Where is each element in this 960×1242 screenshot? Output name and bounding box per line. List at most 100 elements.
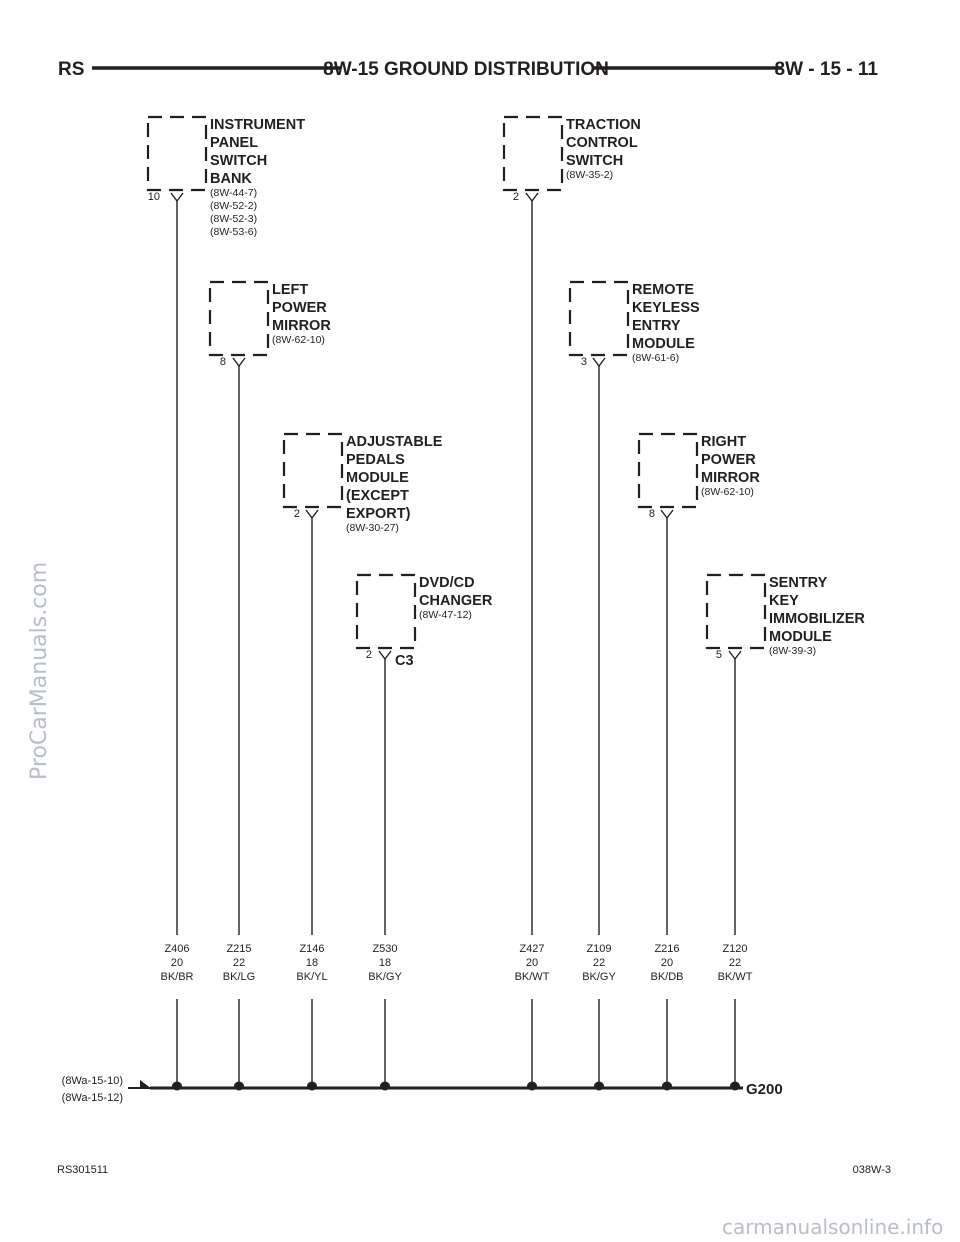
pin-number: 8	[220, 356, 226, 368]
footer-drawing-id: 038W-3	[853, 1164, 891, 1176]
component-ref: (8W-44-7)	[210, 187, 257, 199]
pin-terminal-icon	[728, 650, 742, 661]
wire-color: BK/DB	[650, 971, 683, 983]
component-name-line: KEYLESS	[632, 300, 700, 316]
wire-color: BK/YL	[296, 971, 327, 983]
component-name-line: TRACTION	[566, 117, 641, 133]
wire-gauge: 18	[379, 957, 391, 969]
component-name-line: EXPORT)	[346, 506, 411, 522]
pin-number: 5	[716, 649, 722, 661]
component-name-line: DVD/CD	[419, 575, 475, 591]
component-name-line: SWITCH	[566, 153, 623, 169]
component-name-line: POWER	[701, 452, 756, 468]
ground-label: G200	[746, 1081, 783, 1098]
component-ref: (8W-30-27)	[346, 522, 399, 534]
component-name-line: LEFT	[272, 282, 308, 298]
component-outline	[502, 115, 564, 192]
wire-circuit: Z146	[299, 943, 324, 955]
component-name-line: MODULE	[632, 336, 695, 352]
component-right-power-mirror: 8 RIGHT POWER MIRROR(8W-62-10)	[637, 432, 760, 935]
wire-circuit: Z109	[586, 943, 611, 955]
component-name-line: RIGHT	[701, 434, 746, 450]
header-title: 8W-15 GROUND DISTRIBUTION	[323, 59, 609, 80]
component-name-line: KEY	[769, 593, 799, 609]
wire-gauge: 22	[729, 957, 741, 969]
header-page-number: 8W - 15 - 11	[775, 59, 879, 80]
component-dvd-cd-changer: 2 C3 DVD/CD CHANGER(8W-47-12)	[355, 573, 493, 935]
side-watermark: ProCarManuals.com	[27, 562, 52, 780]
wire-color: BK/WT	[718, 971, 753, 983]
ground-ref-1: (8Wa-15-10)	[62, 1075, 123, 1087]
component-name-line: CHANGER	[419, 593, 493, 609]
component-outline	[568, 280, 630, 357]
component-outline	[208, 280, 270, 357]
page-header: RS 8W-15 GROUND DISTRIBUTION 8W - 15 - 1…	[58, 59, 878, 80]
wire-gauge: 22	[233, 957, 245, 969]
component-outline	[637, 432, 699, 509]
pin-terminal-icon	[232, 357, 246, 368]
component-ref: (8W-39-3)	[769, 645, 816, 657]
wire-color: BK/WT	[515, 971, 550, 983]
wire-circuit: Z120	[722, 943, 747, 955]
component-ref: (8W-52-2)	[210, 200, 257, 212]
component-name-line: REMOTE	[632, 282, 694, 298]
pin-number: 2	[366, 649, 372, 661]
wire-gauge: 20	[171, 957, 183, 969]
component-outline	[705, 573, 767, 650]
pin-terminal-icon	[660, 509, 674, 520]
component-name-line: (EXCEPT	[346, 488, 409, 504]
component-name-line: MIRROR	[272, 318, 331, 334]
component-name-line: CONTROL	[566, 135, 638, 151]
component-ref: (8W-35-2)	[566, 169, 613, 181]
wire-color: BK/GY	[368, 971, 402, 983]
component-ref: (8W-47-12)	[419, 609, 472, 621]
component-sentry-key-immobilizer-module: 5 SENTRY KEY IMMOBILIZER MODULE(8W-39-3)	[705, 573, 865, 935]
pin-terminal-icon	[525, 192, 539, 203]
pin-terminal-icon	[305, 509, 319, 520]
component-name-line: PEDALS	[346, 452, 405, 468]
component-remote-keyless-entry-module: 3 REMOTE KEYLESS ENTRY MODULE(8W-61-6)	[568, 280, 700, 935]
component-instrument-panel-switch-bank: 10INSTRUMENTPANELSWITCHBANK(8W-44-7)(8W-…	[146, 115, 305, 935]
wire-circuit: Z427	[519, 943, 544, 955]
component-name-line: SENTRY	[769, 575, 828, 591]
component-name-line: MODULE	[769, 629, 832, 645]
component-ref: (8W-61-6)	[632, 352, 679, 364]
component-name-line: IMMOBILIZER	[769, 611, 865, 627]
component-name-line: ENTRY	[632, 318, 681, 334]
ground-arrow-icon	[140, 1080, 152, 1089]
wire-color: BK/BR	[160, 971, 193, 983]
pin-number: 2	[294, 508, 300, 520]
pin-terminal-icon	[378, 650, 392, 661]
component-ref: (8W-53-6)	[210, 226, 257, 238]
component-name-line: ADJUSTABLE	[346, 434, 443, 450]
component-outline	[282, 432, 344, 509]
component-outline	[355, 573, 417, 650]
wire-circuit: Z530	[372, 943, 397, 955]
pin-terminal-icon	[592, 357, 606, 368]
pin-terminal-icon	[170, 192, 184, 203]
wire-color: BK/LG	[223, 971, 255, 983]
pin-number: 3	[581, 356, 587, 368]
wire-circuit: Z406	[164, 943, 189, 955]
pin-number: 10	[148, 191, 160, 203]
bottom-watermark: carmanualsonline.info	[722, 1215, 943, 1239]
component-name-line: MIRROR	[701, 470, 760, 486]
header-section-code: RS	[58, 59, 84, 80]
component-ref: (8W-62-10)	[701, 486, 754, 498]
components-layer: 10INSTRUMENTPANELSWITCHBANK(8W-44-7)(8W-…	[146, 115, 865, 935]
wire-color: BK/GY	[582, 971, 616, 983]
connector-id: C3	[395, 653, 414, 669]
component-name-line: SWITCH	[210, 153, 267, 169]
component-adjustable-pedals-module: 2ADJUSTABLEPEDALSMODULE(EXCEPTEXPORT)(8W…	[282, 432, 443, 935]
wire-circuit: Z216	[654, 943, 679, 955]
pin-number: 8	[649, 508, 655, 520]
